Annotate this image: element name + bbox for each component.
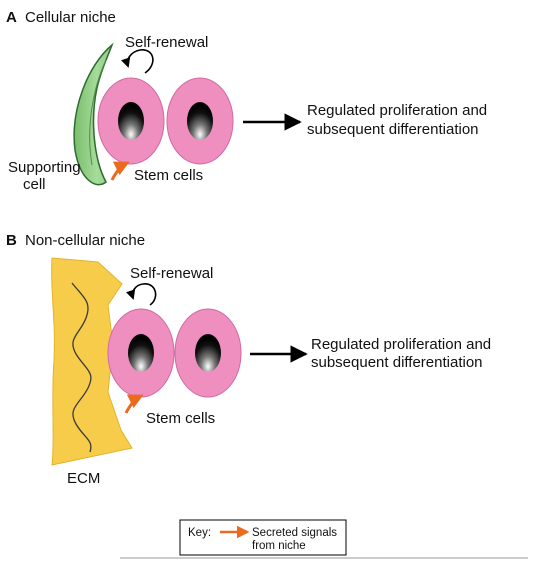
key-box: Key: Secreted signals from niche [179, 519, 347, 556]
supporting-cell-label-line1: Supporting [8, 159, 81, 176]
stem-cells-label-a: Stem cells [134, 167, 203, 184]
supporting-cell [73, 42, 114, 186]
outcome-label-a-line1: Regulated proliferation and [307, 102, 487, 119]
stem-cell-a2-nucleus [187, 102, 213, 140]
self-renewal-label-a: Self-renewal [125, 34, 208, 51]
supporting-cell-label-line2: cell [23, 176, 46, 193]
stem-cell-b1-nucleus [128, 334, 154, 372]
key-label: Key: [188, 527, 211, 539]
ecm-fiber [71, 282, 92, 453]
ecm-label: ECM [67, 470, 100, 487]
supporting-cell-inner-edge [89, 59, 107, 166]
stem-cell-b2-nucleus [195, 334, 221, 372]
panel-a-letter: A [6, 9, 17, 26]
secreted-signal-arrow-a [110, 161, 130, 181]
outcome-label-b-line2: subsequent differentiation [311, 354, 483, 371]
panel-a-title: Cellular niche [25, 9, 116, 26]
self-renewal-label-b: Self-renewal [130, 265, 213, 282]
secreted-signal-arrow-b [124, 394, 144, 414]
stem-cell-a1-nucleus [118, 102, 144, 140]
outcome-label-b-line1: Regulated proliferation and [311, 336, 491, 353]
key-entry-line2: from niche [252, 540, 306, 552]
self-renewal-arrow-a [121, 49, 154, 74]
key-entry-line1: Secreted signals [252, 527, 337, 539]
panel-a: A Cellular niche Self-renewal Supporting… [6, 9, 487, 193]
panel-b: B Non-cellular niche Self-renewal Stem c… [6, 232, 491, 487]
panel-b-title: Non-cellular niche [25, 232, 145, 249]
panel-b-letter: B [6, 232, 17, 249]
ecm [51, 257, 133, 466]
outcome-label-a-line2: subsequent differentiation [307, 121, 479, 138]
stem-cells-label-b: Stem cells [146, 410, 215, 427]
self-renewal-arrow-b [126, 283, 157, 306]
